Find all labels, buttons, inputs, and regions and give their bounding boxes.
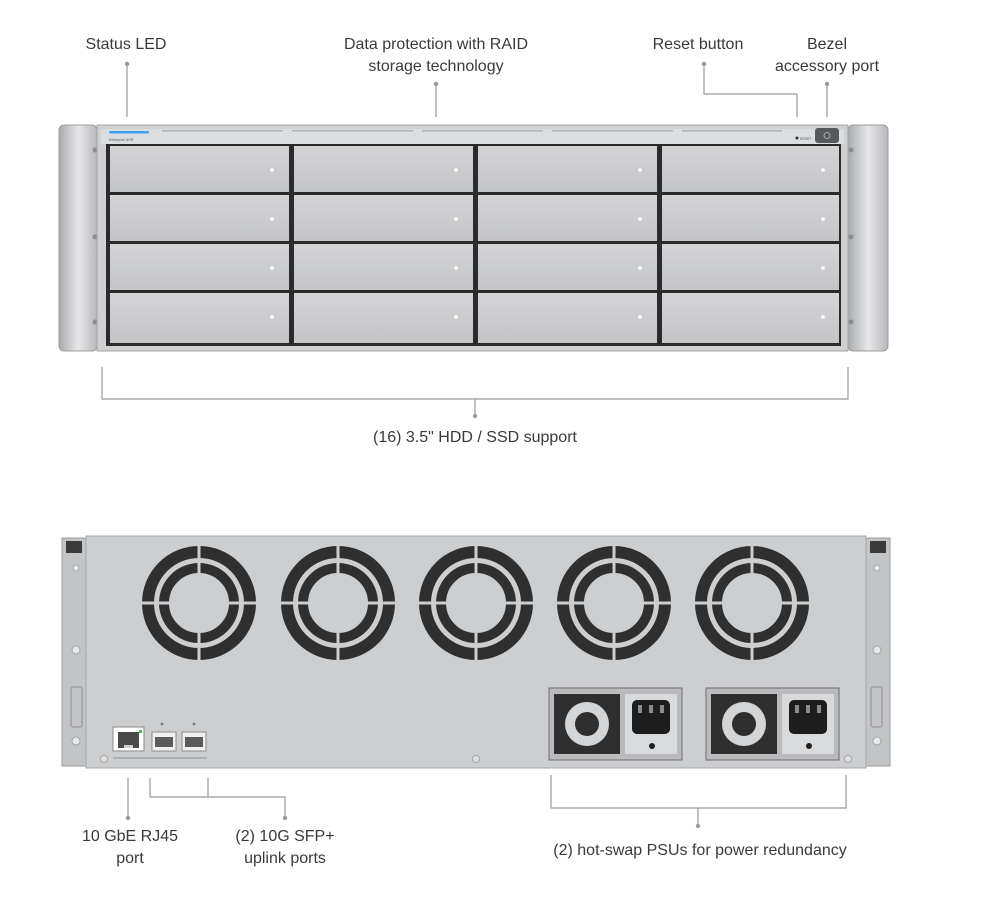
status-led-label: Status LED	[85, 36, 167, 53]
drive-bays-label: (16) 3.5" HDD / SSD support	[373, 429, 577, 446]
front-callouts	[101, 64, 849, 416]
front-chassis: Enterprise NVR RESET	[58, 124, 889, 352]
rear-callout-dots	[125, 815, 701, 829]
status-led	[109, 131, 149, 134]
psu-2	[705, 687, 840, 761]
power-icon	[823, 132, 831, 139]
bezel-port-label-line2: accessory port	[774, 58, 880, 75]
psu-label: (2) hot-swap PSUs for power redundancy	[553, 842, 847, 859]
sfp-label-line1: (2) 10G SFP+	[235, 828, 335, 845]
fans	[142, 546, 809, 660]
bezel-accessory-port	[815, 128, 839, 143]
sfp-label-line2: uplink ports	[244, 850, 326, 867]
rj45-label-line2: port	[116, 850, 144, 867]
raid-label-line1: Data protection with RAID	[343, 36, 529, 53]
psu-1	[548, 687, 683, 761]
bezel-port-label-line1: Bezel	[806, 36, 848, 53]
rear-chassis	[61, 535, 891, 769]
reset-text: RESET	[800, 137, 813, 141]
front-callout-dots	[124, 61, 830, 419]
raid-label-line2: storage technology	[368, 58, 504, 75]
rj45-label-line1: 10 GbE RJ45	[81, 828, 179, 845]
reset-button-label: Reset button	[652, 36, 744, 53]
network-ports	[112, 722, 207, 759]
drive-bays	[110, 146, 839, 343]
rear-callouts	[127, 775, 847, 826]
reset-button[interactable]	[795, 136, 799, 140]
model-text: Enterprise NVR	[109, 138, 134, 142]
